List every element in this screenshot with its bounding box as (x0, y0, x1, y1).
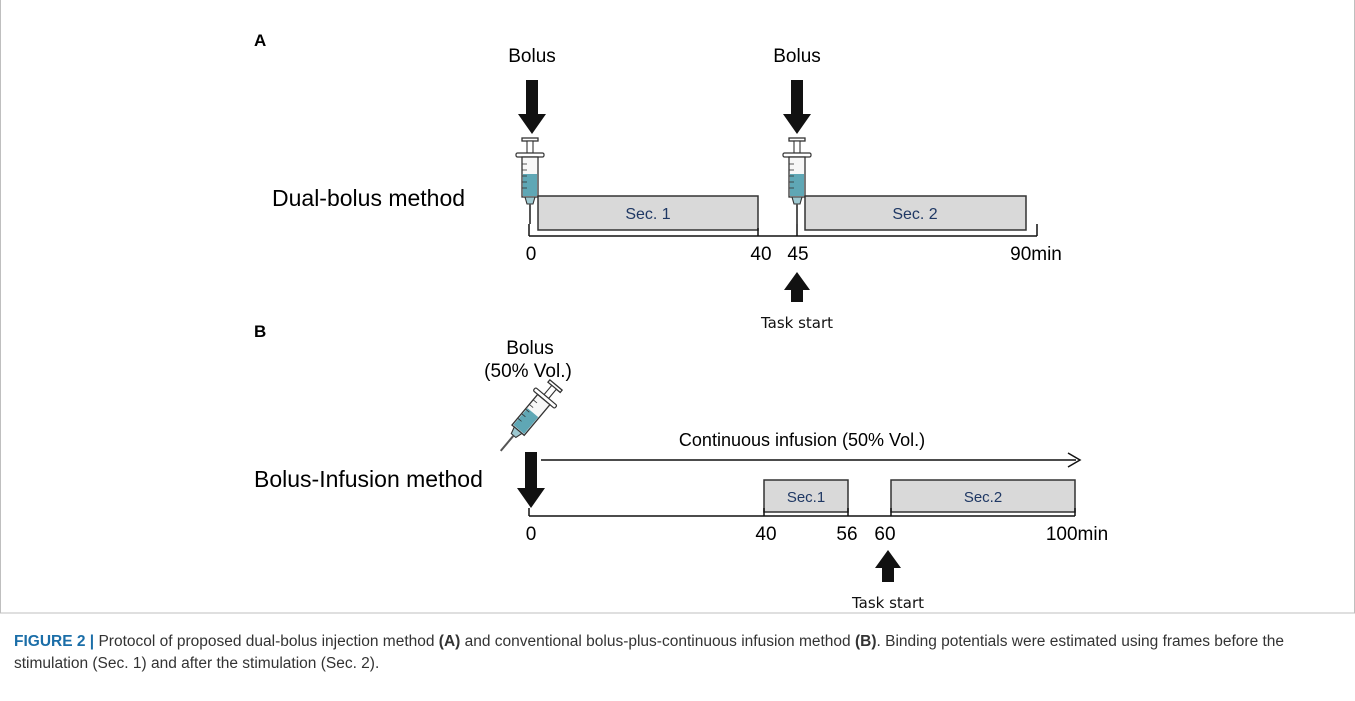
bolus-arrow-a2 (783, 80, 811, 134)
caption-text-1: Protocol of proposed dual-bolus injectio… (94, 633, 439, 650)
method-label-a: Dual-bolus method (272, 185, 465, 211)
figure-number: FIGURE 2 | (14, 633, 95, 650)
bolus-arrow-a1 (518, 80, 546, 134)
task-start-arrow-a (784, 272, 810, 302)
section-box-b2 (890, 479, 1076, 513)
panel-b-label: B (254, 322, 266, 341)
caption-text-2: and conventional bolus-plus-continuous i… (460, 633, 855, 650)
bolus-volume-label-b: (50% Vol.) (484, 361, 572, 382)
section-label-b2: Sec.2 (964, 489, 1002, 506)
section-box-a1 (537, 195, 759, 231)
tick-a-45: 45 (787, 244, 808, 265)
tick-b-56: 56 (836, 524, 857, 545)
caption-ref-b: (B) (854, 633, 877, 650)
section-label-b1: Sec.1 (787, 489, 825, 506)
section-label-a2: Sec. 2 (892, 206, 937, 223)
tick-b-60: 60 (874, 524, 895, 545)
syringe-icon-b (488, 375, 568, 461)
tick-b-40: 40 (755, 524, 776, 545)
task-start-label-b: Task start (851, 594, 924, 612)
tick-b-0: 0 (526, 524, 537, 545)
task-start-label-a: Task start (760, 314, 833, 332)
bolus-label-a1: Bolus (508, 46, 556, 67)
figure-caption: FIGURE 2 | Protocol of proposed dual-bol… (14, 631, 1344, 675)
panel-a-label: A (254, 31, 266, 50)
tick-b-100: 100min (1046, 524, 1108, 545)
bolus-label-a2: Bolus (773, 46, 821, 67)
infusion-label-b: Continuous infusion (50% Vol.) (679, 430, 925, 450)
bolus-label-b: Bolus (506, 338, 554, 359)
tick-a-40: 40 (750, 244, 771, 265)
bolus-arrow-b (517, 452, 545, 508)
task-start-arrow-b (875, 550, 901, 582)
tick-a-0: 0 (526, 244, 537, 265)
caption-ref-a: (A) (438, 633, 461, 650)
section-label-a1: Sec. 1 (625, 206, 670, 223)
section-box-a2 (804, 195, 1027, 231)
caption-text-3: . Binding potentials were estimated usin… (14, 633, 1285, 672)
section-box-b1 (763, 479, 849, 513)
tick-a-90: 90min (1010, 244, 1062, 265)
method-label-b: Bolus-Infusion method (254, 466, 483, 492)
